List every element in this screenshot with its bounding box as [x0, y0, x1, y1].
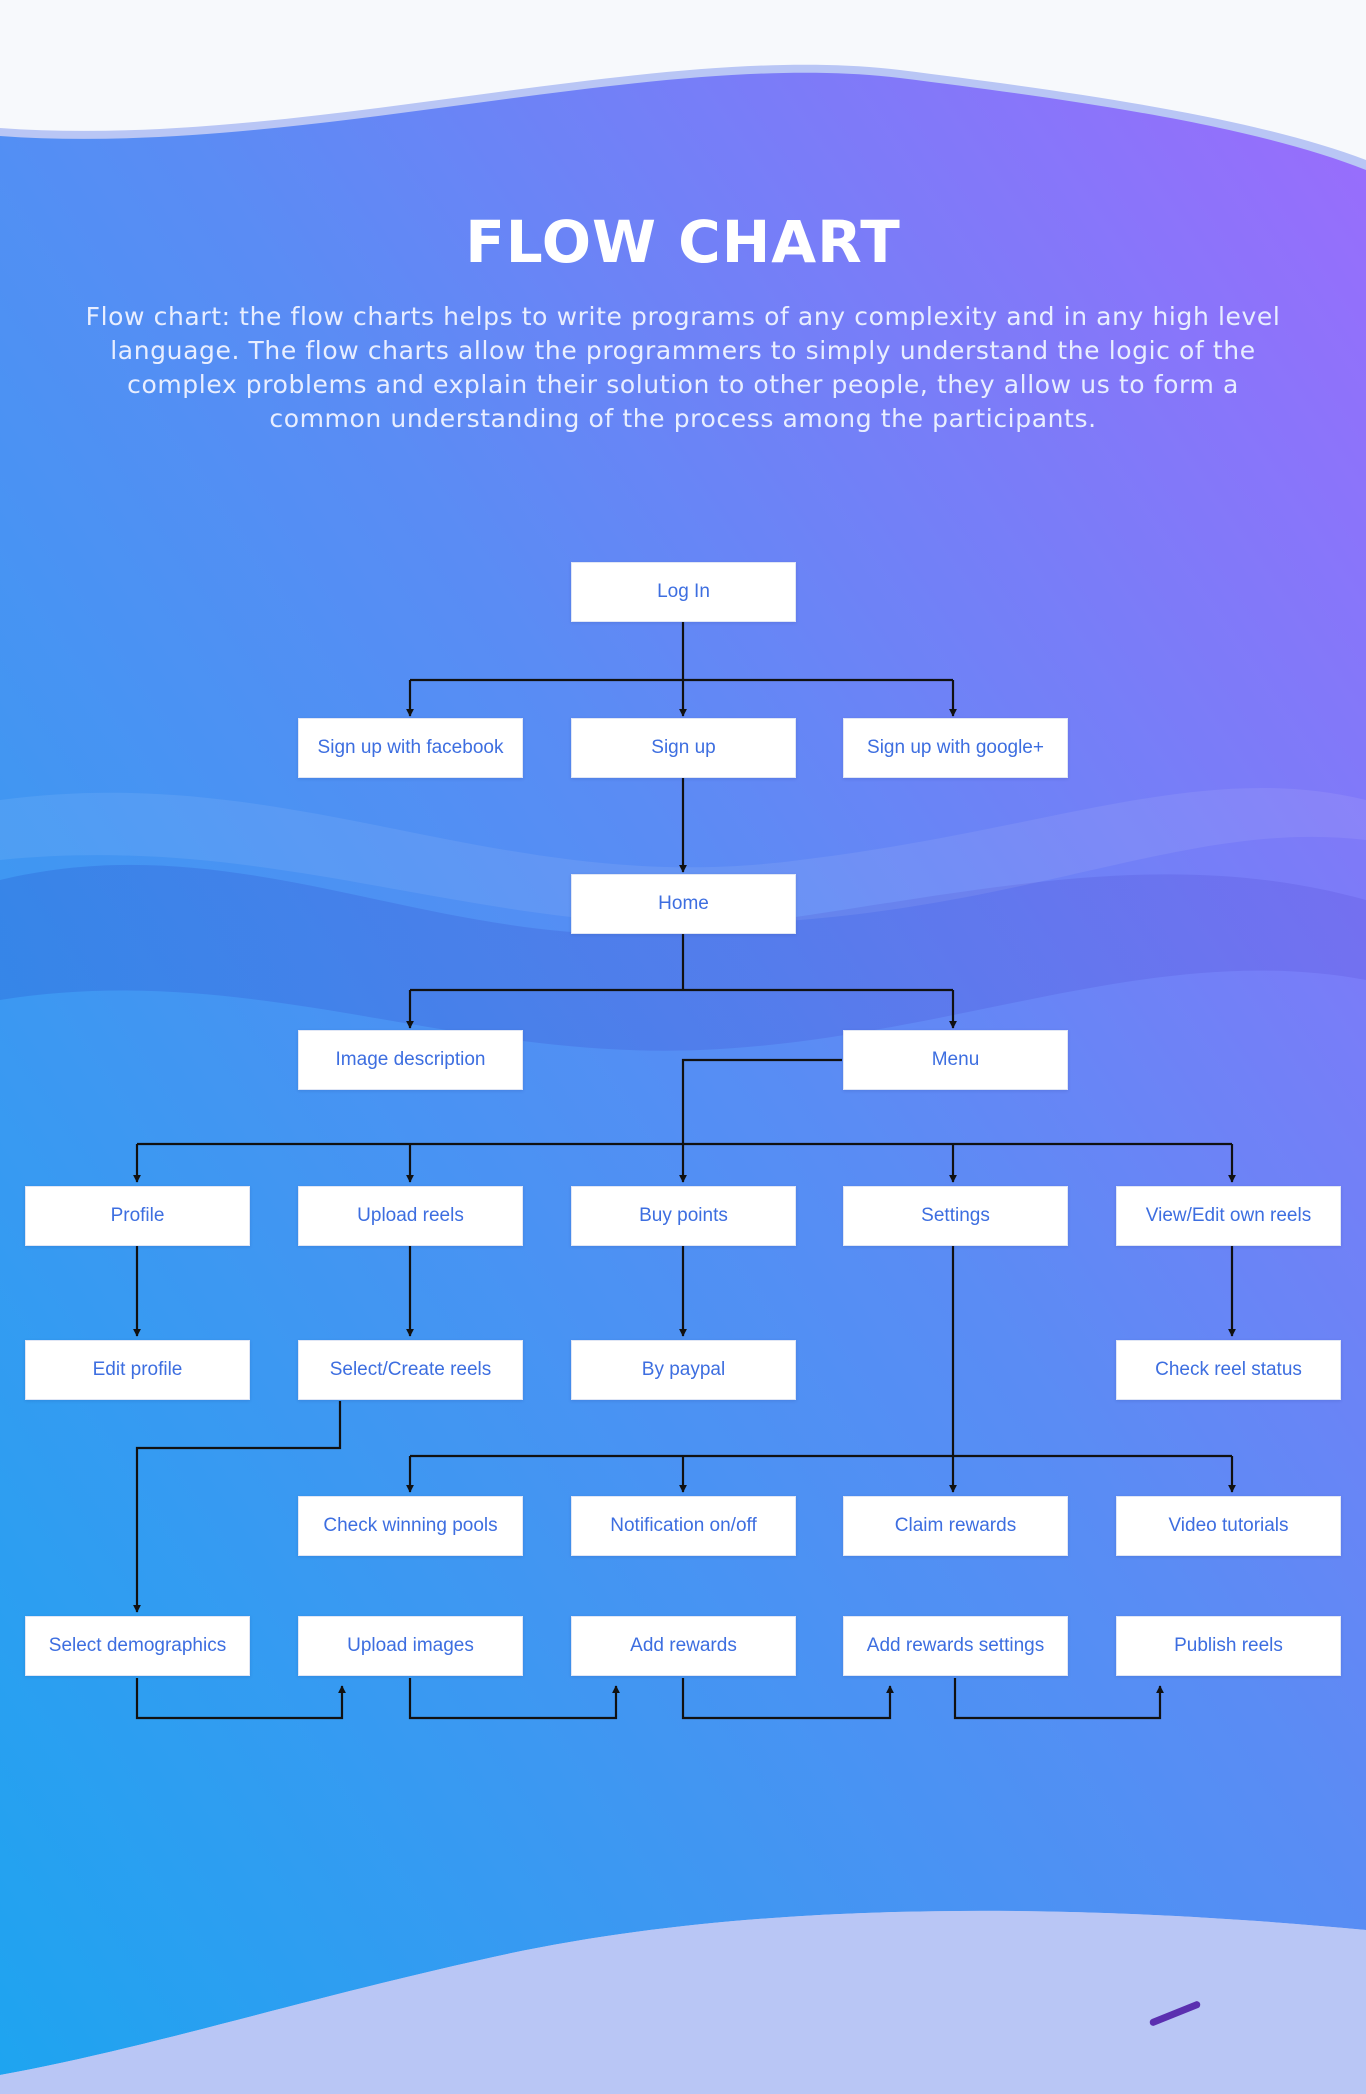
node-label: Upload images	[347, 1635, 474, 1656]
node-label: Settings	[921, 1205, 990, 1226]
node-label: Check winning pools	[323, 1515, 498, 1536]
node-add-rewards: Add rewards	[571, 1616, 796, 1676]
background-bottom-rim	[0, 1910, 1366, 2087]
node-label: Video tutorials	[1168, 1515, 1289, 1536]
node-menu: Menu	[843, 1030, 1068, 1090]
node-upload-images: Upload images	[298, 1616, 523, 1676]
node-label: Profile	[110, 1205, 165, 1226]
node-label: Image description	[335, 1049, 486, 1070]
node-select-create-reels: Select/Create reels	[298, 1340, 523, 1400]
node-label: Sign up	[651, 737, 716, 758]
node-label: By paypal	[641, 1359, 726, 1380]
node-view-edit-own-reels: View/Edit own reels	[1116, 1186, 1341, 1246]
background-wave-2	[0, 787, 1366, 925]
node-edit-profile: Edit profile	[25, 1340, 250, 1400]
node-label: Select/Create reels	[329, 1359, 492, 1380]
node-log-in: Log In	[571, 562, 796, 622]
node-label: Claim rewards	[894, 1515, 1017, 1536]
node-sign-up-facebook: Sign up with facebook	[298, 718, 523, 778]
node-label: Sign up with google+	[867, 737, 1044, 758]
node-label: Home	[658, 893, 709, 914]
node-home: Home	[571, 874, 796, 934]
node-notification-on-off: Notification on/off	[571, 1496, 796, 1556]
node-label: View/Edit own reels	[1145, 1205, 1312, 1226]
node-label: Log In	[657, 581, 710, 602]
node-label: Upload reels	[357, 1205, 464, 1226]
node-label: Notification on/off	[610, 1515, 757, 1536]
node-label: Sign up with facebook	[317, 737, 504, 758]
node-label: Add rewards	[630, 1635, 737, 1656]
node-buy-points: Buy points	[571, 1186, 796, 1246]
node-add-rewards-settings: Add rewards settings	[843, 1616, 1068, 1676]
node-image-description: Image description	[298, 1030, 523, 1090]
node-label: Add rewards settings	[866, 1635, 1045, 1656]
node-video-tutorials: Video tutorials	[1116, 1496, 1341, 1556]
node-profile: Profile	[25, 1186, 250, 1246]
node-claim-rewards: Claim rewards	[843, 1496, 1068, 1556]
node-label: Buy points	[639, 1205, 728, 1226]
page-title: FLOW CHART	[465, 208, 901, 276]
node-label: Select demographics	[48, 1635, 227, 1656]
node-by-paypal: By paypal	[571, 1340, 796, 1400]
node-label: Menu	[931, 1049, 980, 1070]
page-description: Flow chart: the flow charts helps to wri…	[85, 302, 1281, 433]
node-check-winning-pools: Check winning pools	[298, 1496, 523, 1556]
node-label: Check reel status	[1155, 1359, 1302, 1380]
node-label: Publish reels	[1174, 1635, 1283, 1656]
node-sign-up-google: Sign up with google+	[843, 718, 1068, 778]
node-check-reel-status: Check reel status	[1116, 1340, 1341, 1400]
node-label: Edit profile	[92, 1359, 183, 1380]
node-sign-up: Sign up	[571, 718, 796, 778]
node-settings: Settings	[843, 1186, 1068, 1246]
node-upload-reels: Upload reels	[298, 1186, 523, 1246]
node-select-demographics: Select demographics	[25, 1616, 250, 1676]
node-publish-reels: Publish reels	[1116, 1616, 1341, 1676]
